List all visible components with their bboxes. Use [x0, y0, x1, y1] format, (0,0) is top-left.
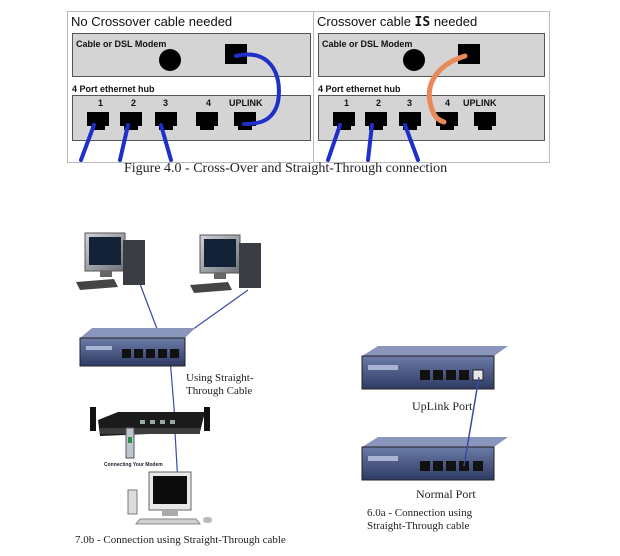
figure-caption: Figure 4.0 - Cross-Over and Straight-Thr… [124, 161, 448, 176]
right-caption-line-2: Straight-Through cable [367, 520, 470, 532]
hub-label: 4 Port ethernet hub [72, 84, 155, 94]
normal-port-label: Normal Port [416, 487, 476, 501]
cable-port-1 [79, 123, 96, 162]
port-number-4: 4 [206, 98, 212, 108]
computer-3-icon [127, 471, 212, 525]
router-icon [90, 407, 210, 436]
cable-overlay [79, 52, 281, 162]
modem-port-icon [159, 49, 181, 71]
port-number-3: 3 [407, 98, 413, 108]
hub-label: 4 Port ethernet hub [318, 84, 401, 94]
modem-box: Cable or DSL Modem [72, 33, 311, 77]
port-number-4: 4 [445, 98, 451, 108]
modem-port-icon [403, 49, 425, 71]
hub-port-4-icon [436, 112, 458, 130]
crossover-cable [426, 53, 468, 125]
modem-box: Cable or DSL Modem [318, 33, 545, 77]
header-bold: IS [414, 15, 431, 30]
hub-port-4-icon [196, 112, 218, 130]
port-number-1: 1 [344, 98, 350, 108]
comparison-table: No Crossover cable needed Cable or DSL M… [67, 11, 550, 163]
modem-small-label: Connecting Your Modem [104, 462, 163, 468]
computer-1-icon [76, 232, 145, 290]
left-diagram-caption: 7.0b - Connection using Straight-Through… [75, 534, 286, 546]
modem-label: Cable or DSL Modem [76, 39, 167, 49]
uplink-port-label: UpLink Port [412, 399, 473, 413]
port-label-uplink: UPLINK [229, 98, 263, 108]
panel-crossover: Crossover cable IS needed Cable or DSL M… [314, 12, 549, 162]
cable-port-1 [326, 123, 342, 162]
cable-note-line-2: Through Cable [186, 385, 253, 397]
cable-port-2 [366, 123, 374, 162]
port-number-2: 2 [376, 98, 382, 108]
cable-port-3 [159, 123, 173, 162]
hub-ports [87, 112, 256, 130]
top-right-switch-icon [361, 346, 508, 390]
right-diagram-caption: 6.0a - Connection using Straight-Through… [367, 507, 472, 533]
cable-switch-router [169, 357, 176, 421]
port-number-2: 2 [131, 98, 137, 108]
header-suffix: needed [430, 14, 478, 29]
hub-port-2-icon [120, 112, 142, 130]
cable-overlay [326, 53, 468, 162]
port-label-uplink: UPLINK [463, 98, 497, 108]
cable-note-line-1: Using Straight- [186, 372, 254, 384]
modem-icon [125, 427, 135, 459]
port-number-1: 1 [98, 98, 104, 108]
hub-box: 1 2 3 4 UPLINK [72, 95, 311, 141]
panel-header: No Crossover cable needed [71, 14, 233, 29]
panel-header: Crossover cable IS needed [317, 14, 477, 30]
table-divider [313, 12, 314, 162]
computer-2-icon [190, 234, 261, 293]
right-caption-line-1: 6.0a - Connection using [367, 507, 473, 519]
panel-no-crossover: No Crossover cable needed Cable or DSL M… [68, 12, 313, 162]
bottom-right-switch-icon [361, 437, 508, 481]
cable-note: Using Straight- Through Cable [186, 372, 254, 398]
cable-port-3 [403, 123, 420, 162]
modem-label: Cable or DSL Modem [322, 39, 413, 49]
uplink-cable [234, 52, 281, 126]
port-number-3: 3 [163, 98, 169, 108]
cable-uplink-normal [463, 376, 480, 467]
left-switch-icon [79, 328, 195, 367]
cable-port-2 [118, 123, 130, 162]
hub-port-uplink-icon [474, 112, 496, 130]
header-prefix: Crossover cable [317, 14, 415, 29]
